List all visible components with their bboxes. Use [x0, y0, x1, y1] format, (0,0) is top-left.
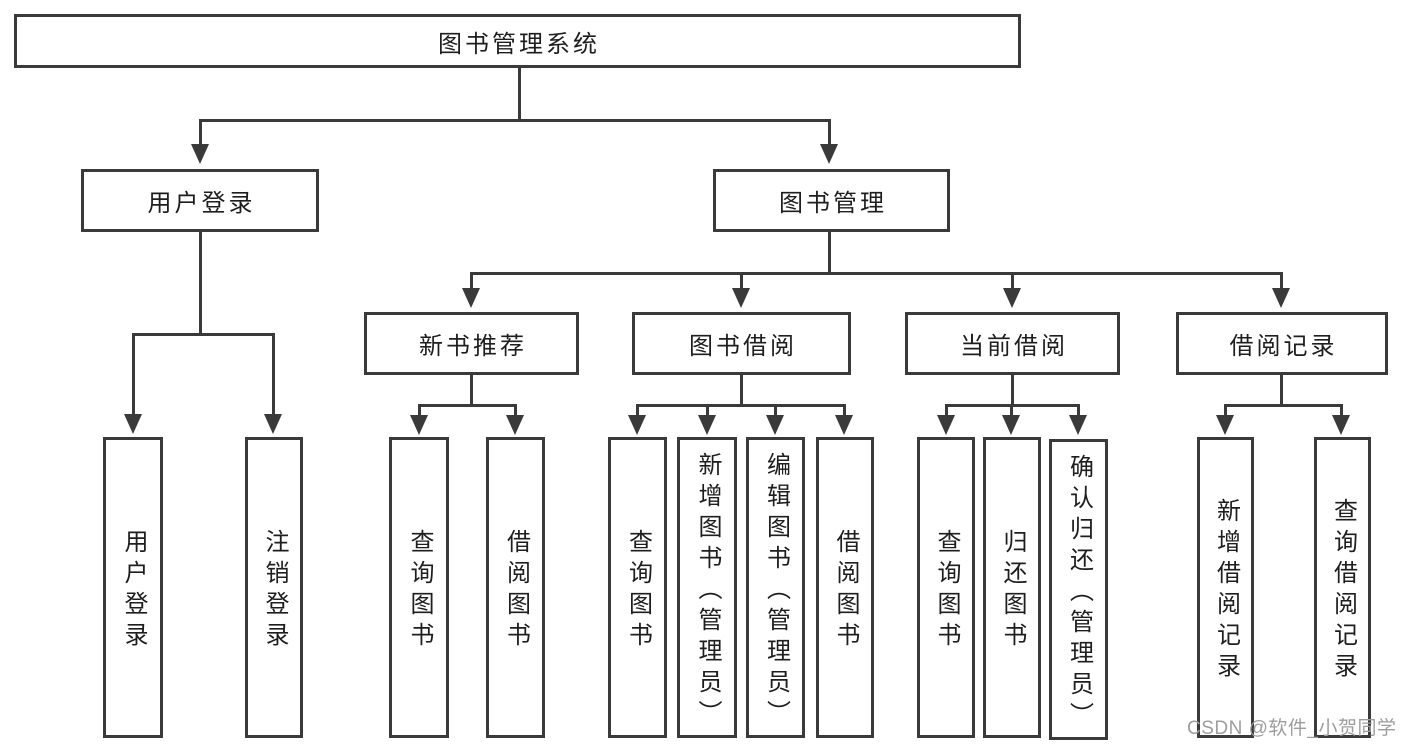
arrow-down-icon — [1272, 288, 1290, 308]
arrow-down-icon — [124, 414, 142, 434]
connector-user-login-branch — [132, 333, 274, 336]
connector-drop-new-book-recommend — [470, 272, 473, 290]
connector-drop-return-book — [1010, 404, 1013, 417]
connector-drop-borrow-book-2 — [843, 404, 846, 417]
node-current-borrow: 当前借阅 — [905, 312, 1120, 375]
arrow-down-icon — [1002, 415, 1020, 435]
arrow-down-icon — [766, 415, 784, 435]
node-leaf-edit-book-admin: 编辑图书（管理员） — [746, 437, 805, 738]
arrow-down-icon — [191, 144, 209, 164]
node-leaf-query-borrow-record: 查询借阅记录 — [1314, 437, 1371, 738]
arrow-down-icon — [462, 288, 480, 308]
csdn-watermark: CSDN @软件_小贺同学 — [1187, 718, 1397, 739]
arrow-down-icon — [410, 415, 428, 435]
connector-drop-edit-book — [774, 404, 777, 417]
node-leaf-return-book: 归还图书 — [983, 437, 1041, 738]
connector-book-borrow-stem — [740, 374, 743, 406]
arrow-down-icon — [820, 144, 838, 164]
connector-drop-add-record — [1224, 404, 1227, 417]
connector-root-stem — [518, 67, 521, 121]
connector-drop-query-book-2 — [636, 404, 639, 417]
node-leaf-borrow-book-recommend: 借阅图书 — [486, 437, 545, 738]
node-leaf-logout: 注销登录 — [245, 437, 303, 738]
node-leaf-borrow-book: 借阅图书 — [816, 437, 874, 738]
connector-drop-query-book-3 — [945, 404, 948, 417]
connector-user-login-stem — [199, 232, 202, 335]
arrow-down-icon — [264, 414, 282, 434]
connector-drop-leaf-login — [132, 333, 135, 417]
arrow-down-icon — [1216, 415, 1234, 435]
node-borrow-record: 借阅记录 — [1176, 312, 1388, 375]
node-book-management: 图书管理 — [713, 169, 950, 232]
connector-drop-user-login — [199, 119, 202, 147]
connector-current-borrow-stem — [1011, 374, 1014, 406]
node-leaf-add-book-admin: 新增图书（管理员） — [677, 437, 737, 738]
connector-drop-borrow-record — [1280, 272, 1283, 290]
connector-drop-book-management — [828, 119, 831, 147]
arrow-down-icon — [1069, 415, 1087, 435]
arrow-down-icon — [698, 415, 716, 435]
node-leaf-query-book-borrow: 查询图书 — [608, 437, 667, 738]
node-book-borrow: 图书借阅 — [632, 312, 851, 375]
node-leaf-confirm-return-admin: 确认归还（管理员） — [1049, 439, 1108, 740]
node-leaf-query-book-recommend: 查询图书 — [389, 437, 449, 738]
arrow-down-icon — [1332, 415, 1350, 435]
connector-drop-query-book-1 — [418, 404, 421, 417]
node-leaf-query-book-current: 查询图书 — [917, 437, 975, 738]
connector-drop-query-record — [1340, 404, 1343, 417]
connector-new-book-recommend-branch — [418, 404, 517, 407]
connector-level3-branch — [470, 272, 1282, 275]
node-new-book-recommend: 新书推荐 — [364, 312, 579, 375]
arrow-down-icon — [732, 288, 750, 308]
arrow-down-icon — [1003, 288, 1021, 308]
node-leaf-add-borrow-record: 新增借阅记录 — [1197, 437, 1254, 738]
connector-drop-borrow-book-1 — [514, 404, 517, 417]
connector-drop-current-borrow — [1011, 272, 1014, 290]
node-root: 图书管理系统 — [14, 14, 1021, 68]
connector-drop-add-book — [706, 404, 709, 417]
connector-borrow-record-branch — [1224, 404, 1343, 407]
connector-new-book-recommend-stem — [470, 374, 473, 406]
arrow-down-icon — [506, 415, 524, 435]
node-user-login: 用户登录 — [81, 169, 319, 232]
node-leaf-user-login: 用户登录 — [103, 437, 163, 738]
connector-drop-book-borrow — [740, 272, 743, 290]
connector-book-borrow-branch — [636, 404, 846, 407]
arrow-down-icon — [835, 415, 853, 435]
arrow-down-icon — [628, 415, 646, 435]
arrow-down-icon — [937, 415, 955, 435]
connector-drop-leaf-logout — [272, 333, 275, 417]
connector-drop-confirm-return — [1077, 404, 1080, 417]
connector-book-management-stem — [828, 232, 831, 275]
connector-borrow-record-stem — [1280, 374, 1283, 406]
connector-level2-branch — [199, 119, 831, 122]
